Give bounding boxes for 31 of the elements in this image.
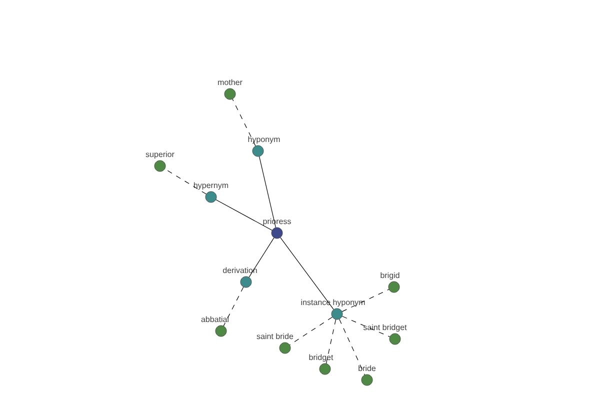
- graph-node: abbatial: [201, 316, 228, 337]
- connector-line: [289, 316, 333, 346]
- node-label: bridget: [309, 354, 334, 362]
- connector-line: [248, 238, 274, 278]
- connector-line: [339, 318, 365, 376]
- node-label: brigid: [380, 272, 400, 280]
- connector-line: [342, 289, 390, 312]
- node-label: superior: [146, 151, 174, 159]
- graph-node: saint bridget: [363, 324, 407, 345]
- graph-node: superior: [146, 151, 174, 172]
- graph-node: mother: [218, 79, 242, 100]
- node-label: hypernym: [194, 182, 228, 190]
- node-label: abbatial: [201, 316, 228, 322]
- node-label: saint bride: [256, 333, 294, 340]
- graph-node: bridget: [309, 354, 334, 375]
- connector-line: [280, 237, 334, 310]
- graph-node: hypernym: [194, 182, 228, 203]
- connector-line: [232, 98, 256, 146]
- connector-line: [216, 199, 272, 231]
- graph-node: saint bride: [256, 333, 294, 354]
- connector-line: [326, 319, 336, 364]
- node-label: hyponym: [248, 136, 280, 144]
- graph-node: hyponym: [248, 136, 280, 157]
- graph-node: bride: [358, 365, 376, 386]
- node-label: bride: [358, 365, 376, 372]
- connector-line: [259, 156, 276, 228]
- connector-line: [342, 316, 390, 338]
- node-label: saint bridget: [363, 324, 407, 332]
- connector-line: [223, 286, 244, 326]
- node-label: mother: [218, 79, 242, 86]
- graph-node: brigid: [380, 272, 400, 293]
